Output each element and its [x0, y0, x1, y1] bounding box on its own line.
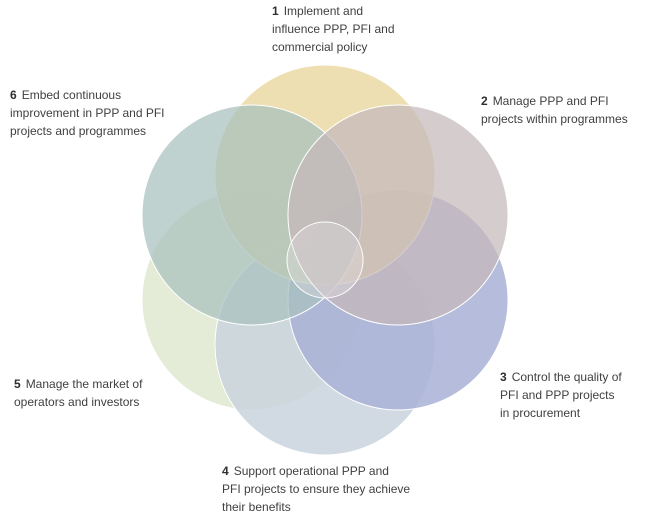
label-3-line-3: in procurement [500, 406, 581, 420]
center-overlap-accent [286, 221, 364, 299]
label-5-line-2: operators and investors [14, 395, 140, 409]
circle-2 [287, 104, 509, 326]
label-6-line-3: projects and programmes [10, 124, 147, 138]
label-4-number: 4 [222, 464, 229, 478]
label-4-line-3: their benefits [222, 500, 291, 514]
label-6-number: 6 [10, 88, 17, 102]
label-6-line-2: improvement in PPP and PFI [10, 106, 165, 120]
label-5-number: 5 [14, 377, 21, 391]
label-3-number: 3 [500, 370, 507, 384]
label-4-line-2: PFI projects to ensure they achieve [222, 482, 411, 496]
label-2-number: 2 [481, 94, 488, 108]
label-1-line-2: influence PPP, PFI and [272, 22, 395, 36]
label-1-number: 1 [272, 4, 279, 18]
label-2-line-2: projects within programmes [481, 112, 628, 126]
label-3-line-2: PFI and PPP projects [500, 388, 615, 402]
label-1-line-3: commercial policy [272, 40, 368, 54]
